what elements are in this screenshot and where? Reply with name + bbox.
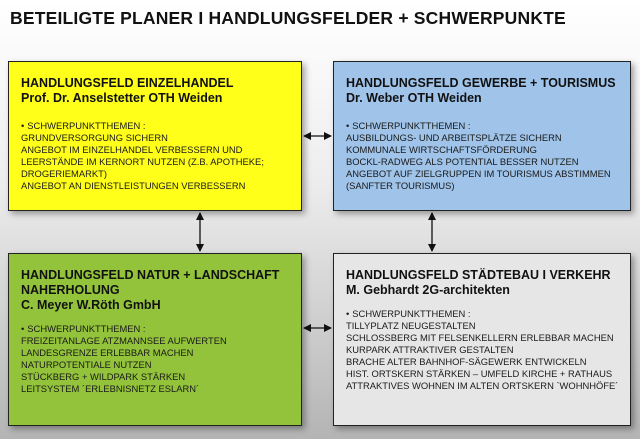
list-item: LEITSYSTEM ´ERLEBNISNETZ ESLARN´	[21, 383, 200, 394]
box-subheading: •SCHWERPUNKTTHEMEN :	[21, 323, 146, 334]
list-item: NATURPOTENTIALE NUTZEN	[21, 359, 152, 370]
list-item: STÜCKBERG + WILDPARK STÄRKEN	[21, 371, 186, 382]
list-item: KURPARK ATTRAKTIVER GESTALTEN	[346, 344, 514, 355]
list-item: ANGEBOT IM EINZELHANDEL VERBESSERN UND L…	[21, 144, 264, 179]
box-subheading: •SCHWERPUNKTTHEMEN :	[346, 120, 471, 131]
list-item: ANGEBOT AUF ZIELGRUPPEN IM TOURISMUS ABS…	[346, 168, 611, 191]
box-subheading: •SCHWERPUNKTTHEMEN :	[21, 120, 146, 131]
box-heading: HANDLUNGSFELD GEWERBE + TOURISMUS Dr. We…	[346, 76, 616, 105]
box-items: GRUNDVERSORGUNG SICHERN ANGEBOT IM EINZE…	[21, 132, 291, 192]
box-staedtebau-verkehr: HANDLUNGSFELD STÄDTEBAU I VERKEHR M. Geb…	[333, 253, 631, 426]
list-item: AUSBILDUNGS- UND ARBEITSPLÄTZE SICHERN	[346, 132, 562, 143]
box-heading: HANDLUNGSFELD NATUR + LANDSCHAFT NAHERHO…	[21, 268, 280, 312]
page-title: BETEILIGTE PLANER I HANDLUNGSFELDER + SC…	[10, 8, 566, 28]
box-einzelhandel: HANDLUNGSFELD EINZELHANDEL Prof. Dr. Ans…	[8, 61, 302, 211]
box-items: FREIZEITANLAGE ATZMANNSEE AUFWERTEN LAND…	[21, 335, 291, 395]
list-item: TILLYPLATZ NEUGESTALTEN	[346, 320, 476, 331]
list-item: FREIZEITANLAGE ATZMANNSEE AUFWERTEN	[21, 335, 227, 346]
box-subheading: •SCHWERPUNKTTHEMEN :	[346, 308, 471, 319]
list-item: HIST. ORTSKERN STÄRKEN – UMFELD KIRCHE +…	[346, 368, 613, 379]
list-item: ATTRAKTIVES WOHNEN IM ALTEN ORTSKERN `WO…	[346, 380, 619, 391]
list-item: BOCKL-RADWEG ALS POTENTIAL BESSER NUTZEN	[346, 156, 579, 167]
box-gewerbe-tourismus: HANDLUNGSFELD GEWERBE + TOURISMUS Dr. We…	[333, 61, 631, 211]
list-item: SCHLOSSBERG MIT FELSENKELLERN ERLEBBAR M…	[346, 332, 614, 343]
box-heading: HANDLUNGSFELD EINZELHANDEL Prof. Dr. Ans…	[21, 76, 234, 105]
box-items: TILLYPLATZ NEUGESTALTEN SCHLOSSBERG MIT …	[346, 320, 620, 392]
box-items: AUSBILDUNGS- UND ARBEITSPLÄTZE SICHERN K…	[346, 132, 620, 192]
box-heading: HANDLUNGSFELD STÄDTEBAU I VERKEHR M. Geb…	[346, 268, 611, 297]
list-item: GRUNDVERSORGUNG SICHERN	[21, 132, 168, 143]
list-item: ANGEBOT AN DIENSTLEISTUNGEN VERBESSERN	[21, 180, 246, 191]
list-item: KOMMUNALE WIRTSCHAFTSFÖRDERUNG	[346, 144, 537, 155]
list-item: BRACHE ALTER BAHNHOF-SÄGEWERK ENTWICKELN	[346, 356, 587, 367]
box-natur-landschaft: HANDLUNGSFELD NATUR + LANDSCHAFT NAHERHO…	[8, 253, 302, 426]
list-item: LANDESGRENZE ERLEBBAR MACHEN	[21, 347, 194, 358]
